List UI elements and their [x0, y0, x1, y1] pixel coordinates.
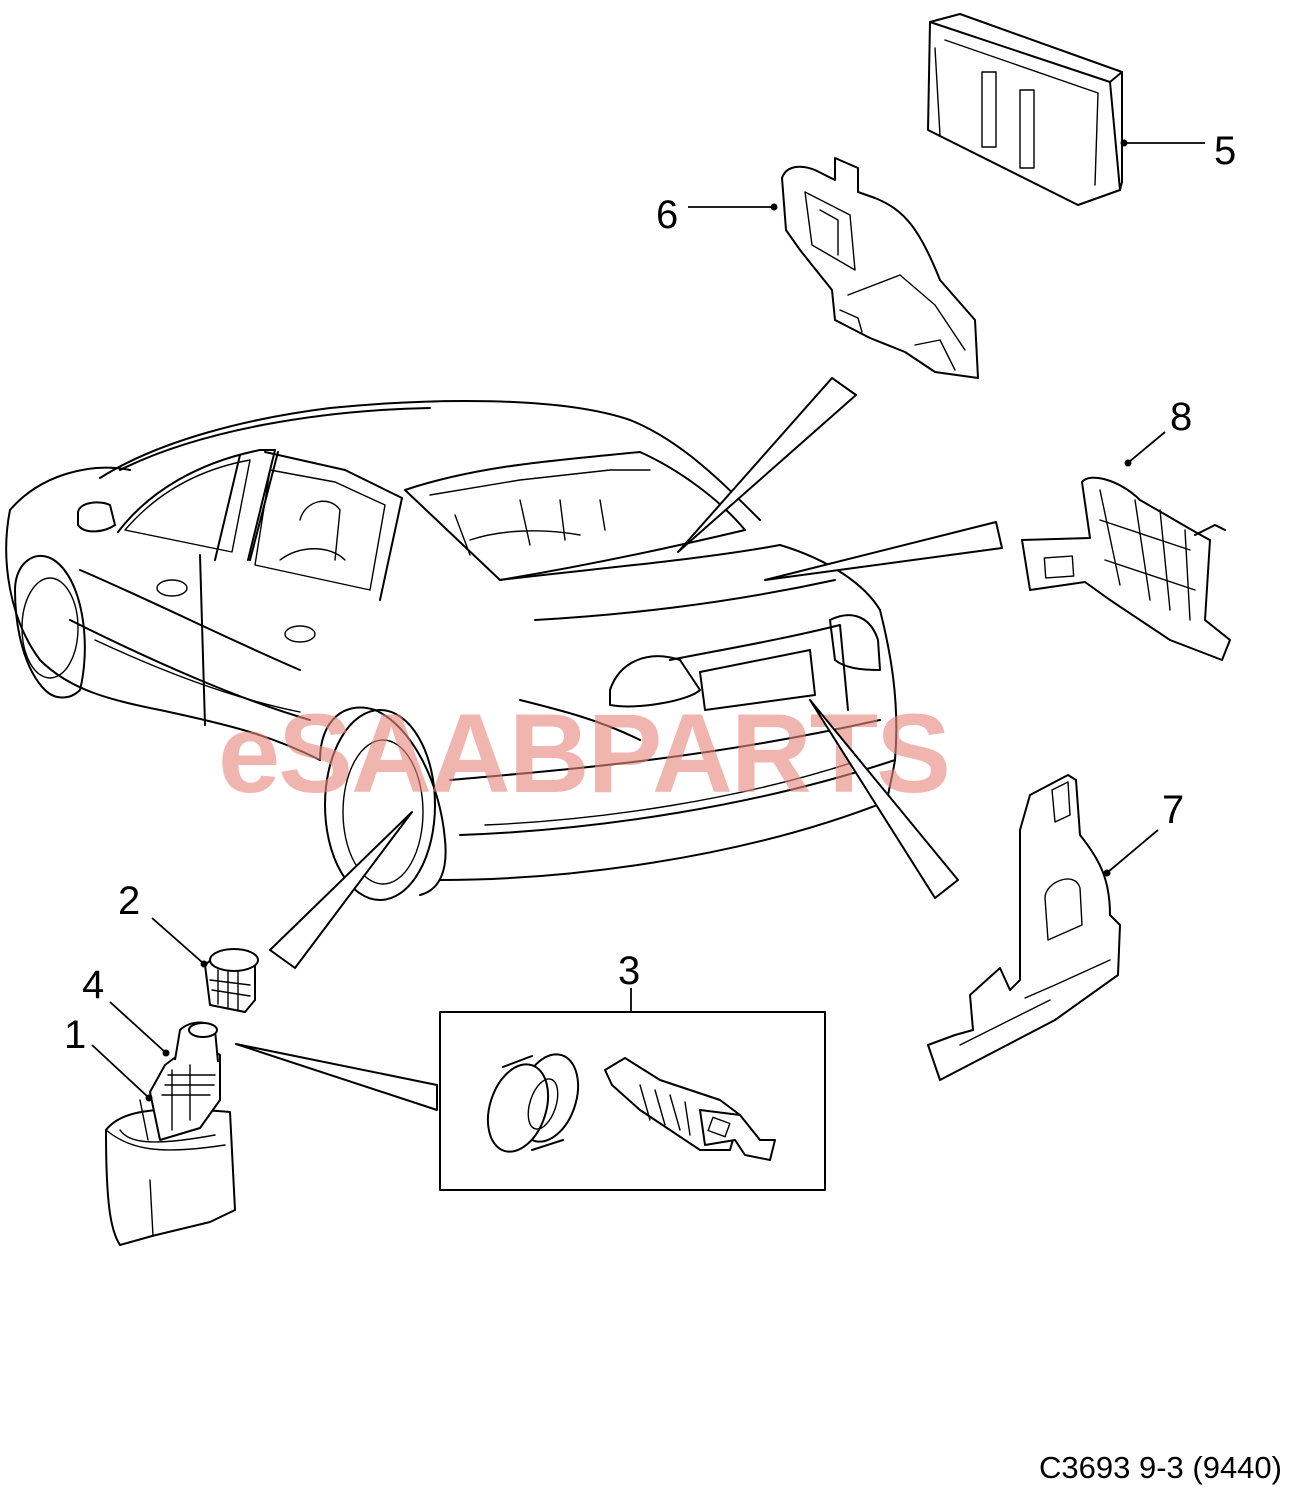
part-5-control-module — [927, 13, 1123, 206]
grommet-ring — [486, 1053, 580, 1153]
part-7-bracket — [927, 774, 1121, 1081]
callout-leaders — [91, 139, 1205, 1102]
watermark-logo: eSAABPARTS — [218, 691, 949, 816]
part-8-bracket — [1021, 476, 1231, 661]
callout-8: 8 — [1170, 395, 1192, 439]
callout-5: 5 — [1214, 129, 1236, 173]
callout-4: 4 — [82, 963, 104, 1007]
leader-lines — [235, 377, 1003, 1111]
part-4-valve-stem — [149, 1021, 221, 1141]
diagram-reference-code: C3693 9-3 (9440) — [1039, 1450, 1282, 1485]
callout-6: 6 — [656, 193, 678, 237]
part-6-bracket — [781, 157, 979, 379]
callout-7: 7 — [1162, 788, 1184, 832]
callout-2: 2 — [118, 879, 140, 923]
part-2-valve-cap — [204, 948, 259, 1013]
part-1-sensor — [105, 1099, 236, 1246]
callout-1: 1 — [64, 1013, 86, 1057]
callout-3: 3 — [618, 949, 640, 993]
car-illustration — [5, 399, 898, 901]
valve-core — [604, 1057, 776, 1161]
part-3-kit-box — [439, 1011, 826, 1191]
